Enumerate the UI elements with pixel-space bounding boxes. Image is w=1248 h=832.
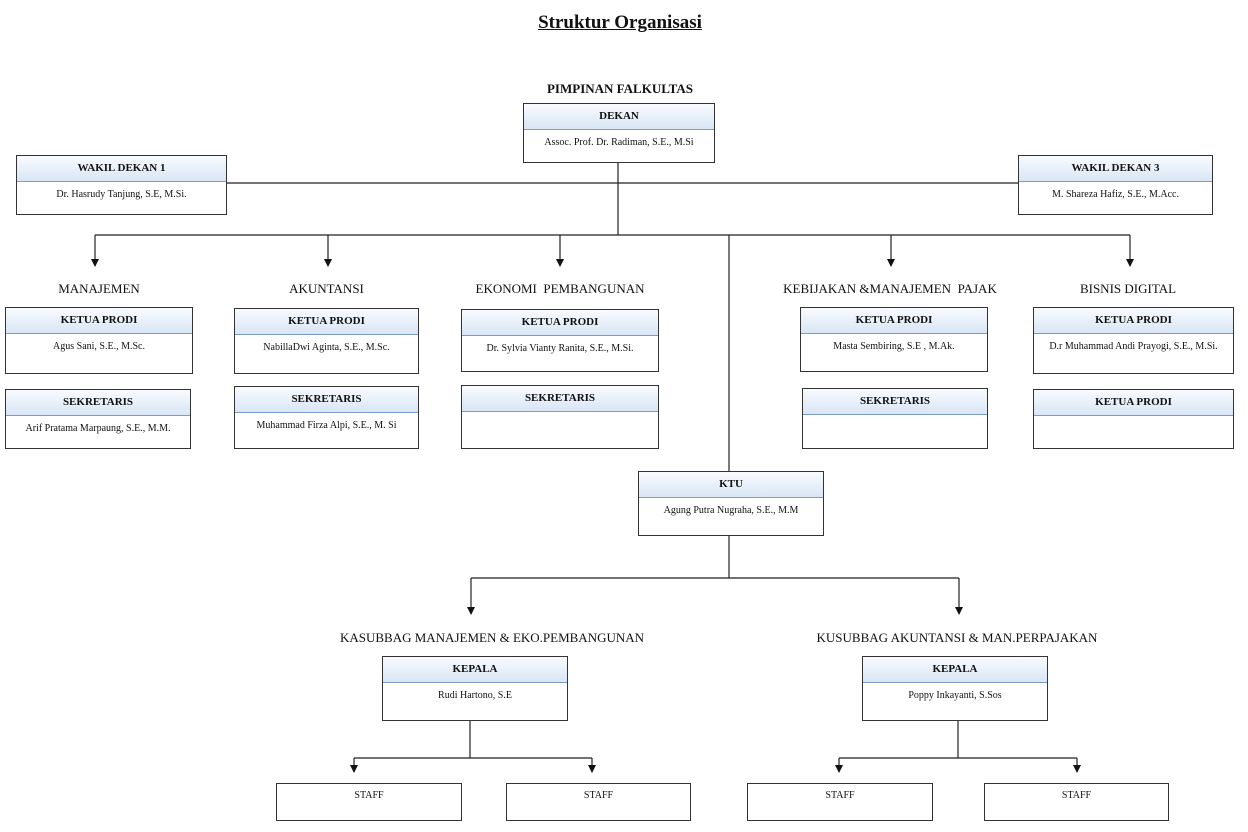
wakil-dekan-3-role: WAKIL DEKAN 3 [1019, 156, 1212, 182]
dekan-role: DEKAN [524, 104, 714, 130]
prodi-akuntansi-sekretaris-role: SEKRETARIS [235, 387, 418, 413]
kasubbag-left-name: Rudi Hartono, S.E [438, 690, 512, 701]
kasubbag-right-staff-2: STAFF [984, 783, 1169, 821]
wakil-dekan-1-name: Dr. Hasrudy Tanjung, S.E, M.Si. [56, 189, 187, 200]
prodi-manajemen-ketua-role: KETUA PRODI [6, 308, 192, 334]
prodi-manajemen-sekretaris-name: Arif Pratama Marpaung, S.E., M.M. [25, 423, 171, 434]
wakil-dekan-3-name: M. Shareza Hafiz, S.E., M.Acc. [1052, 189, 1179, 200]
prodi-akuntansi-sekretaris-box: SEKRETARIS Muhammad Firza Alpi, S.E., M.… [234, 386, 419, 449]
kasubbag-left-staff-2: STAFF [506, 783, 691, 821]
kasubbag-left-box: KEPALA Rudi Hartono, S.E [382, 656, 568, 721]
wakil-dekan-3-box: WAKIL DEKAN 3 M. Shareza Hafiz, S.E., M.… [1018, 155, 1213, 215]
kasubbag-right-staff-1: STAFF [747, 783, 933, 821]
kasubbag-left-staff-1: STAFF [276, 783, 462, 821]
dekan-box: DEKAN Assoc. Prof. Dr. Radiman, S.E., M.… [523, 103, 715, 163]
prodi-pajak-ketua-box: KETUA PRODI Masta Sembiring, S.E , M.Ak. [800, 307, 988, 372]
prodi-akuntansi-sekretaris-name: Muhammad Firza Alpi, S.E., M. Si [256, 420, 397, 431]
prodi-ekonomi-ketua-box: KETUA PRODI Dr. Sylvia Vianty Ranita, S.… [461, 309, 659, 372]
prodi-caption-ekonomi-pembangunan: EKONOMI PEMBANGUNAN [475, 281, 645, 296]
wakil-dekan-1-box: WAKIL DEKAN 1 Dr. Hasrudy Tanjung, S.E, … [16, 155, 227, 215]
ktu-box: KTU Agung Putra Nugraha, S.E., M.M [638, 471, 824, 536]
prodi-manajemen-sekretaris-role: SEKRETARIS [6, 390, 190, 416]
prodi-akuntansi-ketua-role: KETUA PRODI [235, 309, 418, 335]
prodi-pajak-sekretaris-role: SEKRETARIS [803, 389, 987, 415]
prodi-ekonomi-ketua-name: Dr. Sylvia Vianty Ranita, S.E., M.Si. [486, 343, 634, 354]
prodi-pajak-ketua-role: KETUA PRODI [801, 308, 987, 334]
prodi-bisnis-second-name [1034, 416, 1233, 423]
prodi-ekonomi-ketua-role: KETUA PRODI [462, 310, 658, 336]
prodi-manajemen-ketua-name: Agus Sani, S.E., M.Sc. [53, 341, 145, 352]
kasubbag-right-role: KEPALA [863, 657, 1047, 683]
prodi-caption-manajemen: MANAJEMEN [58, 281, 140, 296]
prodi-caption-kebijakan-pajak: KEBIJAKAN &MANAJEMEN PAJAK [783, 281, 997, 296]
prodi-akuntansi-ketua-box: KETUA PRODI NabillaDwi Aginta, S.E., M.S… [234, 308, 419, 374]
top-caption: PIMPINAN FALKULTAS [546, 81, 694, 96]
prodi-manajemen-sekretaris-box: SEKRETARIS Arif Pratama Marpaung, S.E., … [5, 389, 191, 449]
prodi-pajak-sekretaris-name [803, 415, 987, 422]
dekan-name: Assoc. Prof. Dr. Radiman, S.E., M.Si [544, 137, 694, 148]
prodi-pajak-ketua-name: Masta Sembiring, S.E , M.Ak. [833, 341, 955, 352]
prodi-ekonomi-sekretaris-box: SEKRETARIS [461, 385, 659, 449]
prodi-caption-bisnis-digital: BISNIS DIGITAL [1079, 281, 1177, 296]
ktu-role: KTU [639, 472, 823, 498]
wakil-dekan-1-role: WAKIL DEKAN 1 [17, 156, 226, 182]
prodi-bisnis-second-role: KETUA PRODI [1034, 390, 1233, 416]
kasubbag-right-box: KEPALA Poppy Inkayanti, S.Sos [862, 656, 1048, 721]
prodi-manajemen-ketua-box: KETUA PRODI Agus Sani, S.E., M.Sc. [5, 307, 193, 374]
prodi-bisnis-ketua-box: KETUA PRODI D.r Muhammad Andi Prayogi, S… [1033, 307, 1234, 374]
prodi-ekonomi-sekretaris-name [462, 412, 658, 419]
prodi-pajak-sekretaris-box: SEKRETARIS [802, 388, 988, 449]
kasubbag-left-caption: KASUBBAG MANAJEMEN & EKO.PEMBANGUNAN [339, 630, 645, 645]
prodi-bisnis-ketua-role: KETUA PRODI [1034, 308, 1233, 334]
kasubbag-left-role: KEPALA [383, 657, 567, 683]
prodi-bisnis-ketua-name: D.r Muhammad Andi Prayogi, S.E., M.Si. [1049, 341, 1218, 352]
prodi-akuntansi-ketua-name: NabillaDwi Aginta, S.E., M.Sc. [263, 342, 390, 353]
prodi-caption-akuntansi: AKUNTANSI [289, 281, 364, 296]
prodi-ekonomi-sekretaris-role: SEKRETARIS [462, 386, 658, 412]
page-title: Struktur Organisasi [538, 12, 702, 33]
kasubbag-right-name: Poppy Inkayanti, S.Sos [908, 690, 1002, 701]
kasubbag-right-caption: KUSUBBAG AKUNTANSI & MAN.PERPAJAKAN [816, 630, 1098, 645]
prodi-bisnis-second-box: KETUA PRODI [1033, 389, 1234, 449]
ktu-name: Agung Putra Nugraha, S.E., M.M [663, 505, 799, 516]
